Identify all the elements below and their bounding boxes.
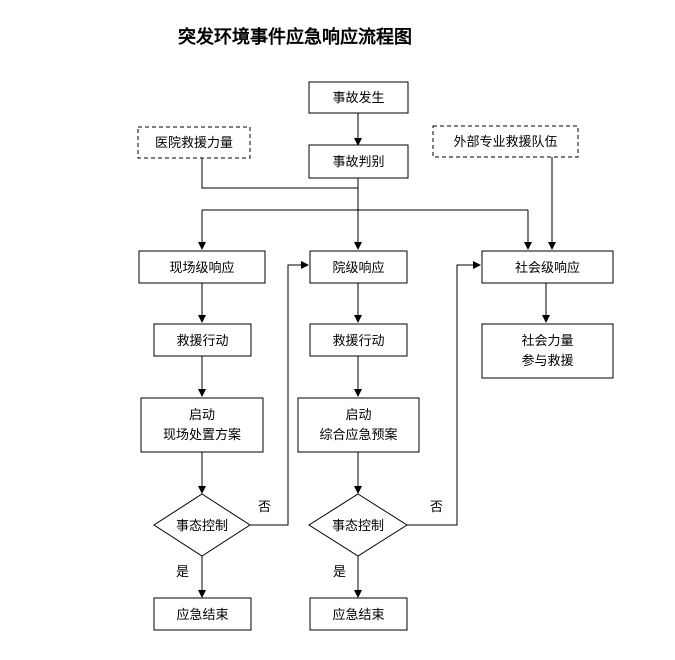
node-accident: 事故发生: [308, 81, 409, 114]
node-start-a-label-2: 现场处置方案: [163, 427, 241, 443]
edge-label-yes-a: 是: [176, 565, 189, 580]
node-start-b: 启动 综合应急预案: [297, 397, 420, 453]
node-site-level: 现场级响应: [138, 250, 266, 284]
node-start-a: 启动 现场处置方案: [140, 397, 264, 453]
edge-label-yes-b: 是: [333, 565, 346, 580]
node-control-b: 事态控制: [308, 493, 408, 557]
node-social-force: 社会力量 参与救援: [481, 323, 614, 379]
node-social-level: 社会级响应: [481, 250, 614, 284]
node-start-b-label-2: 综合应急预案: [319, 427, 397, 443]
edge-label-no-a: 否: [258, 500, 271, 515]
node-judge: 事故判别: [308, 144, 409, 179]
node-rescue-b-label: 救援行动: [332, 333, 384, 349]
node-external: 外部专业救援队伍: [432, 125, 579, 158]
node-end-a-label: 应急结束: [176, 607, 228, 623]
node-external-label: 外部专业救援队伍: [453, 134, 557, 150]
node-start-a-label-1: 启动: [189, 408, 215, 423]
node-rescue-b: 救援行动: [309, 323, 408, 357]
node-end-b: 应急结束: [309, 597, 408, 631]
connectors: [198, 113, 556, 598]
node-site-level-label: 现场级响应: [169, 260, 234, 276]
node-hospital: 医院救援力量: [137, 126, 251, 159]
node-social-force-label-2: 参与救援: [521, 353, 573, 369]
node-rescue-a-label: 救援行动: [176, 333, 228, 349]
node-control-a: 事态控制: [153, 493, 251, 557]
node-social-force-label-1: 社会力量: [521, 333, 573, 349]
page-title: 突发环境事件应急响应流程图: [178, 26, 412, 48]
node-hospital-label: 医院救援力量: [155, 135, 233, 151]
node-end-b-label: 应急结束: [332, 607, 384, 623]
edge-hospital-merge: [201, 158, 358, 189]
edge-control-a-no: [250, 261, 309, 526]
node-judge-label: 事故判别: [332, 155, 384, 170]
edge-control-b-no: [407, 261, 481, 526]
node-rescue-a: 救援行动: [153, 323, 252, 357]
node-hosp-level-label: 院级响应: [332, 260, 384, 276]
edge-label-no-b: 否: [430, 500, 443, 515]
node-control-a-label: 事态控制: [176, 519, 228, 534]
node-end-a: 应急结束: [153, 597, 252, 631]
node-start-b-label-1: 启动: [345, 408, 371, 423]
node-social-level-label: 社会级响应: [515, 260, 580, 276]
node-hosp-level: 院级响应: [309, 250, 408, 284]
node-accident-label: 事故发生: [332, 90, 384, 106]
node-control-b-label: 事态控制: [332, 519, 384, 534]
